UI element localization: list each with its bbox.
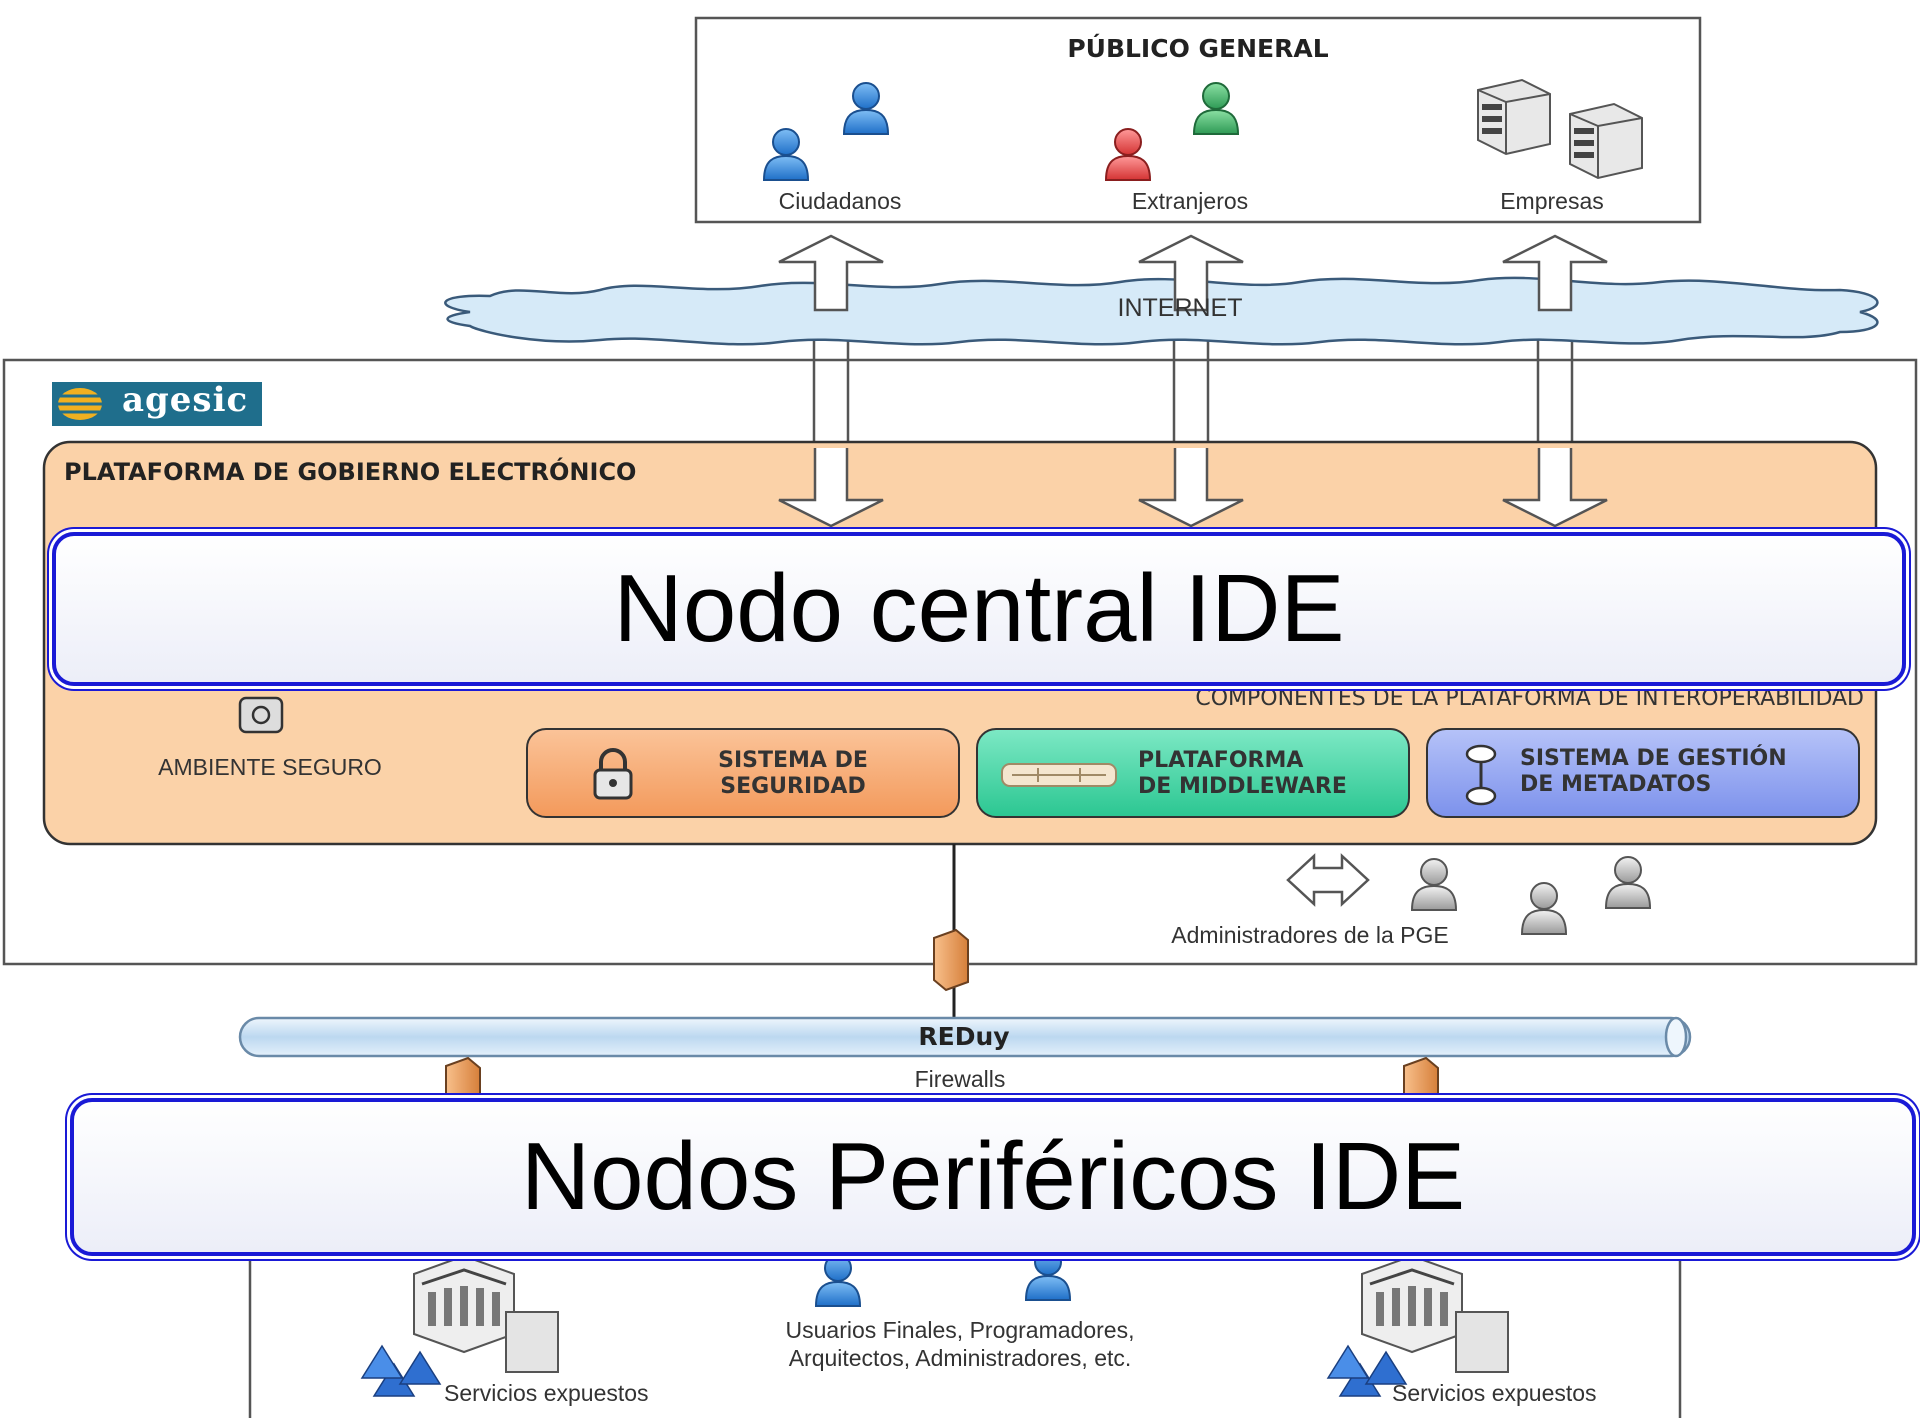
admin-user-icon-3: [1605, 856, 1651, 909]
agesic-logo-icon: [58, 388, 102, 420]
empresa-building-icon-2: [1569, 103, 1643, 179]
nodo-central-banner: Nodo central IDE: [52, 532, 1906, 686]
usuarios-label: Usuarios Finales, Programadores, Arquite…: [680, 1316, 1240, 1372]
bank-server-left-icon: [412, 1254, 516, 1354]
metadatos-line-2: DE METADATOS: [1520, 772, 1712, 797]
internet-cloud: [444, 276, 1879, 346]
admin-double-arrow-icon: [1286, 853, 1370, 907]
ambiente-seguro-label: AMBIENTE SEGURO: [158, 754, 382, 780]
seguridad-line-2: SEGURIDAD: [720, 774, 866, 799]
bank-server-right-icon: [1360, 1254, 1464, 1354]
servicios-left-pyramid-icon: [361, 1345, 441, 1397]
servicios-right-label: Servicios expuestos: [1392, 1380, 1597, 1406]
servicios-left-label: Servicios expuestos: [444, 1380, 649, 1406]
server-right-icon: [1455, 1311, 1509, 1373]
extranjeros-label: Extranjeros: [1131, 188, 1249, 214]
firewalls-label: Firewalls: [914, 1066, 1006, 1092]
usuario-icon-1: [815, 1254, 861, 1307]
middleware-line-2: DE MIDDLEWARE: [1138, 774, 1347, 799]
sistema-metadatos-box: SISTEMA DE GESTIÓN DE METADATOS: [1426, 728, 1860, 818]
nodos-perifericos-banner: Nodos Periféricos IDE: [70, 1098, 1916, 1256]
administradores-label: Administradores de la PGE: [1171, 922, 1449, 948]
middleware-line-1: PLATAFORMA: [1138, 748, 1304, 773]
usuarios-line-2: Arquitectos, Administradores, etc.: [788, 1345, 1132, 1371]
componentes-label: COMPONENTES DE LA PLATAFORMA DE INTEROPE…: [1195, 686, 1864, 711]
reduy-label: REDuy: [918, 1022, 1010, 1051]
admin-user-icon-1: [1411, 858, 1457, 911]
admin-user-icon-2: [1521, 882, 1567, 935]
metadata-icon: [1464, 744, 1498, 806]
reduy-pipe: [238, 1016, 1692, 1058]
middleware-icon: [1000, 760, 1118, 790]
ciudadanos-label: Ciudadanos: [778, 188, 902, 214]
lock-icon: [592, 748, 634, 800]
empresa-building-icon-1: [1477, 79, 1551, 155]
plataforma-title: PLATAFORMA DE GOBIERNO ELECTRÓNICO: [64, 458, 637, 486]
server-left-icon: [505, 1311, 559, 1373]
ambiente-seguro-icon: [238, 696, 284, 734]
agesic-logo-text: agesic: [122, 380, 249, 420]
usuarios-line-1: Usuarios Finales, Programadores,: [785, 1317, 1135, 1343]
firewall-central-icon: [933, 929, 969, 991]
nodos-perifericos-title: Nodos Periféricos IDE: [520, 1123, 1466, 1230]
seguridad-line-1: SISTEMA DE: [718, 748, 868, 773]
usuario-icon-2: [1025, 1248, 1071, 1301]
metadatos-line-1: SISTEMA DE GESTIÓN: [1520, 746, 1787, 771]
nodo-central-title: Nodo central IDE: [613, 555, 1345, 662]
empresas-label: Empresas: [1500, 188, 1604, 214]
internet-label: INTERNET: [1117, 294, 1243, 322]
publico-general-title: PÚBLICO GENERAL: [1067, 34, 1329, 63]
sistema-seguridad-box: SISTEMA DE SEGURIDAD: [526, 728, 960, 818]
plataforma-middleware-box: PLATAFORMA DE MIDDLEWARE: [976, 728, 1410, 818]
